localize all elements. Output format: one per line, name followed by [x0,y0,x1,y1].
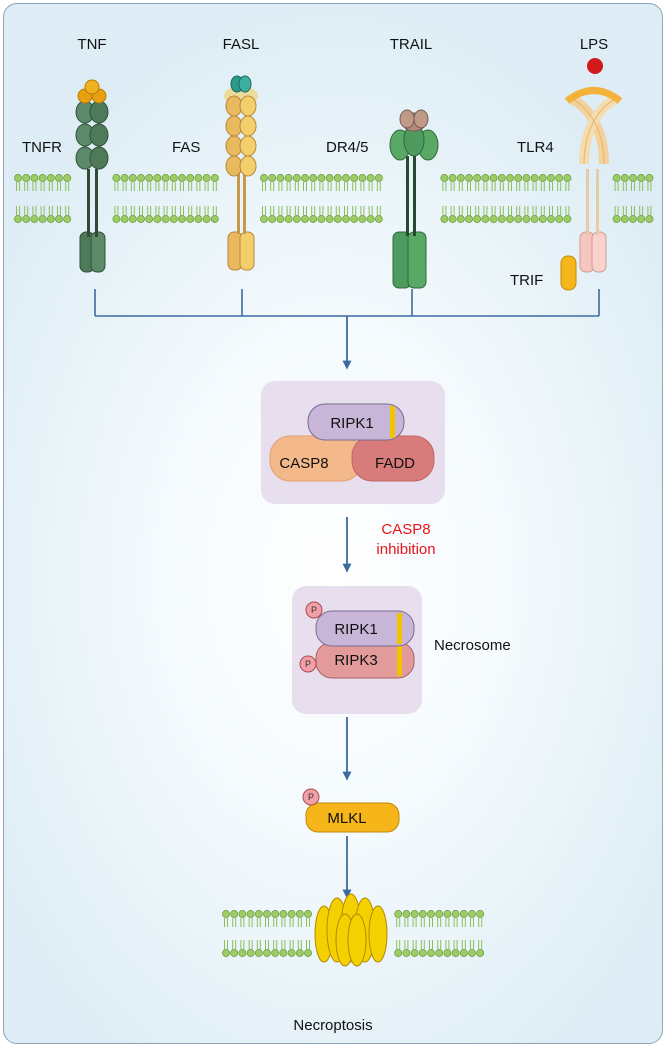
casp8-inhibition-label-line1: CASP8 [381,521,430,538]
fasl-ligand [230,75,252,93]
fas-receptor [224,86,258,271]
necrosome-ripk1-phospho-label: P [311,605,317,615]
tnf-label: TNF [77,36,106,53]
complex-casp8-label: CASP8 [279,455,328,472]
trail-label: TRAIL [390,36,433,53]
tlr4-label: TLR4 [517,139,554,156]
complex-ripk1-label: RIPK1 [330,415,373,432]
fas-label: FAS [172,139,200,156]
lps-ligand [587,58,603,74]
mlkl-phospho-label: P [308,792,314,802]
necroptosis-pathway-diagram: TNF FASL TRAIL LPS TNFR FAS DR4/5 TLR4 T… [14,36,654,1034]
mlkl-pore [314,893,388,967]
necrosome-label: Necrosome [434,637,511,654]
cell-membrane-top [14,174,654,223]
tnfr-receptor [75,100,109,273]
ripk1-casp8-fadd-complex [261,381,445,504]
mlkl-protein [302,788,400,833]
dr45-receptor [389,123,439,289]
lps-label: LPS [580,36,608,53]
fasl-label: FASL [223,36,260,53]
trail-ligand [399,109,429,132]
tnf-ligand [77,79,107,104]
receptor-bracket [94,289,600,317]
cell-membrane-bottom [222,910,485,957]
necrosome-ripk1-label: RIPK1 [334,621,377,638]
necroptosis-label: Necroptosis [293,1017,372,1034]
trif-adaptor [560,255,577,291]
dr45-label: DR4/5 [326,139,369,156]
casp8-inhibition-label-line2: inhibition [376,541,435,558]
mlkl-label: MLKL [327,810,366,827]
diagram-panel: TNF FASL TRAIL LPS TNFR FAS DR4/5 TLR4 T… [3,3,663,1044]
necrosome-ripk3-label: RIPK3 [334,652,377,669]
necrosome-complex [292,586,422,714]
complex-fadd-label: FADD [375,455,415,472]
tlr4-receptor [564,87,623,273]
trif-label: TRIF [510,272,543,289]
tnfr-label: TNFR [22,139,62,156]
necrosome-ripk3-phospho-label: P [305,659,311,669]
